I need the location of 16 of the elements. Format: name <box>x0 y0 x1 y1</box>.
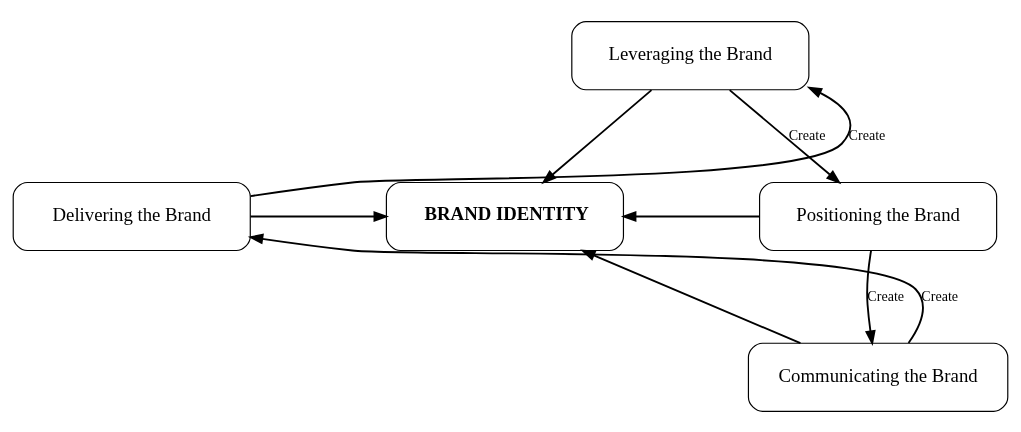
node-box: Positioning the Brand <box>759 181 998 251</box>
arrow <box>247 233 924 344</box>
node-box: Delivering the Brand <box>12 181 251 251</box>
edge-label: Create <box>921 287 959 304</box>
edge-label: Create <box>867 287 905 304</box>
node-box: BRAND IDENTITY <box>385 181 625 251</box>
arrow <box>865 249 876 346</box>
edge-label: Create <box>848 126 886 143</box>
edge-label: Create <box>788 126 826 143</box>
arrow <box>249 210 390 222</box>
node-box: Leveraging the Brand <box>571 20 810 90</box>
arrow <box>249 86 852 197</box>
arrow <box>580 249 802 344</box>
arrow <box>620 210 761 222</box>
arrow <box>728 88 842 184</box>
node-box: Communicating the Brand <box>747 342 1009 412</box>
